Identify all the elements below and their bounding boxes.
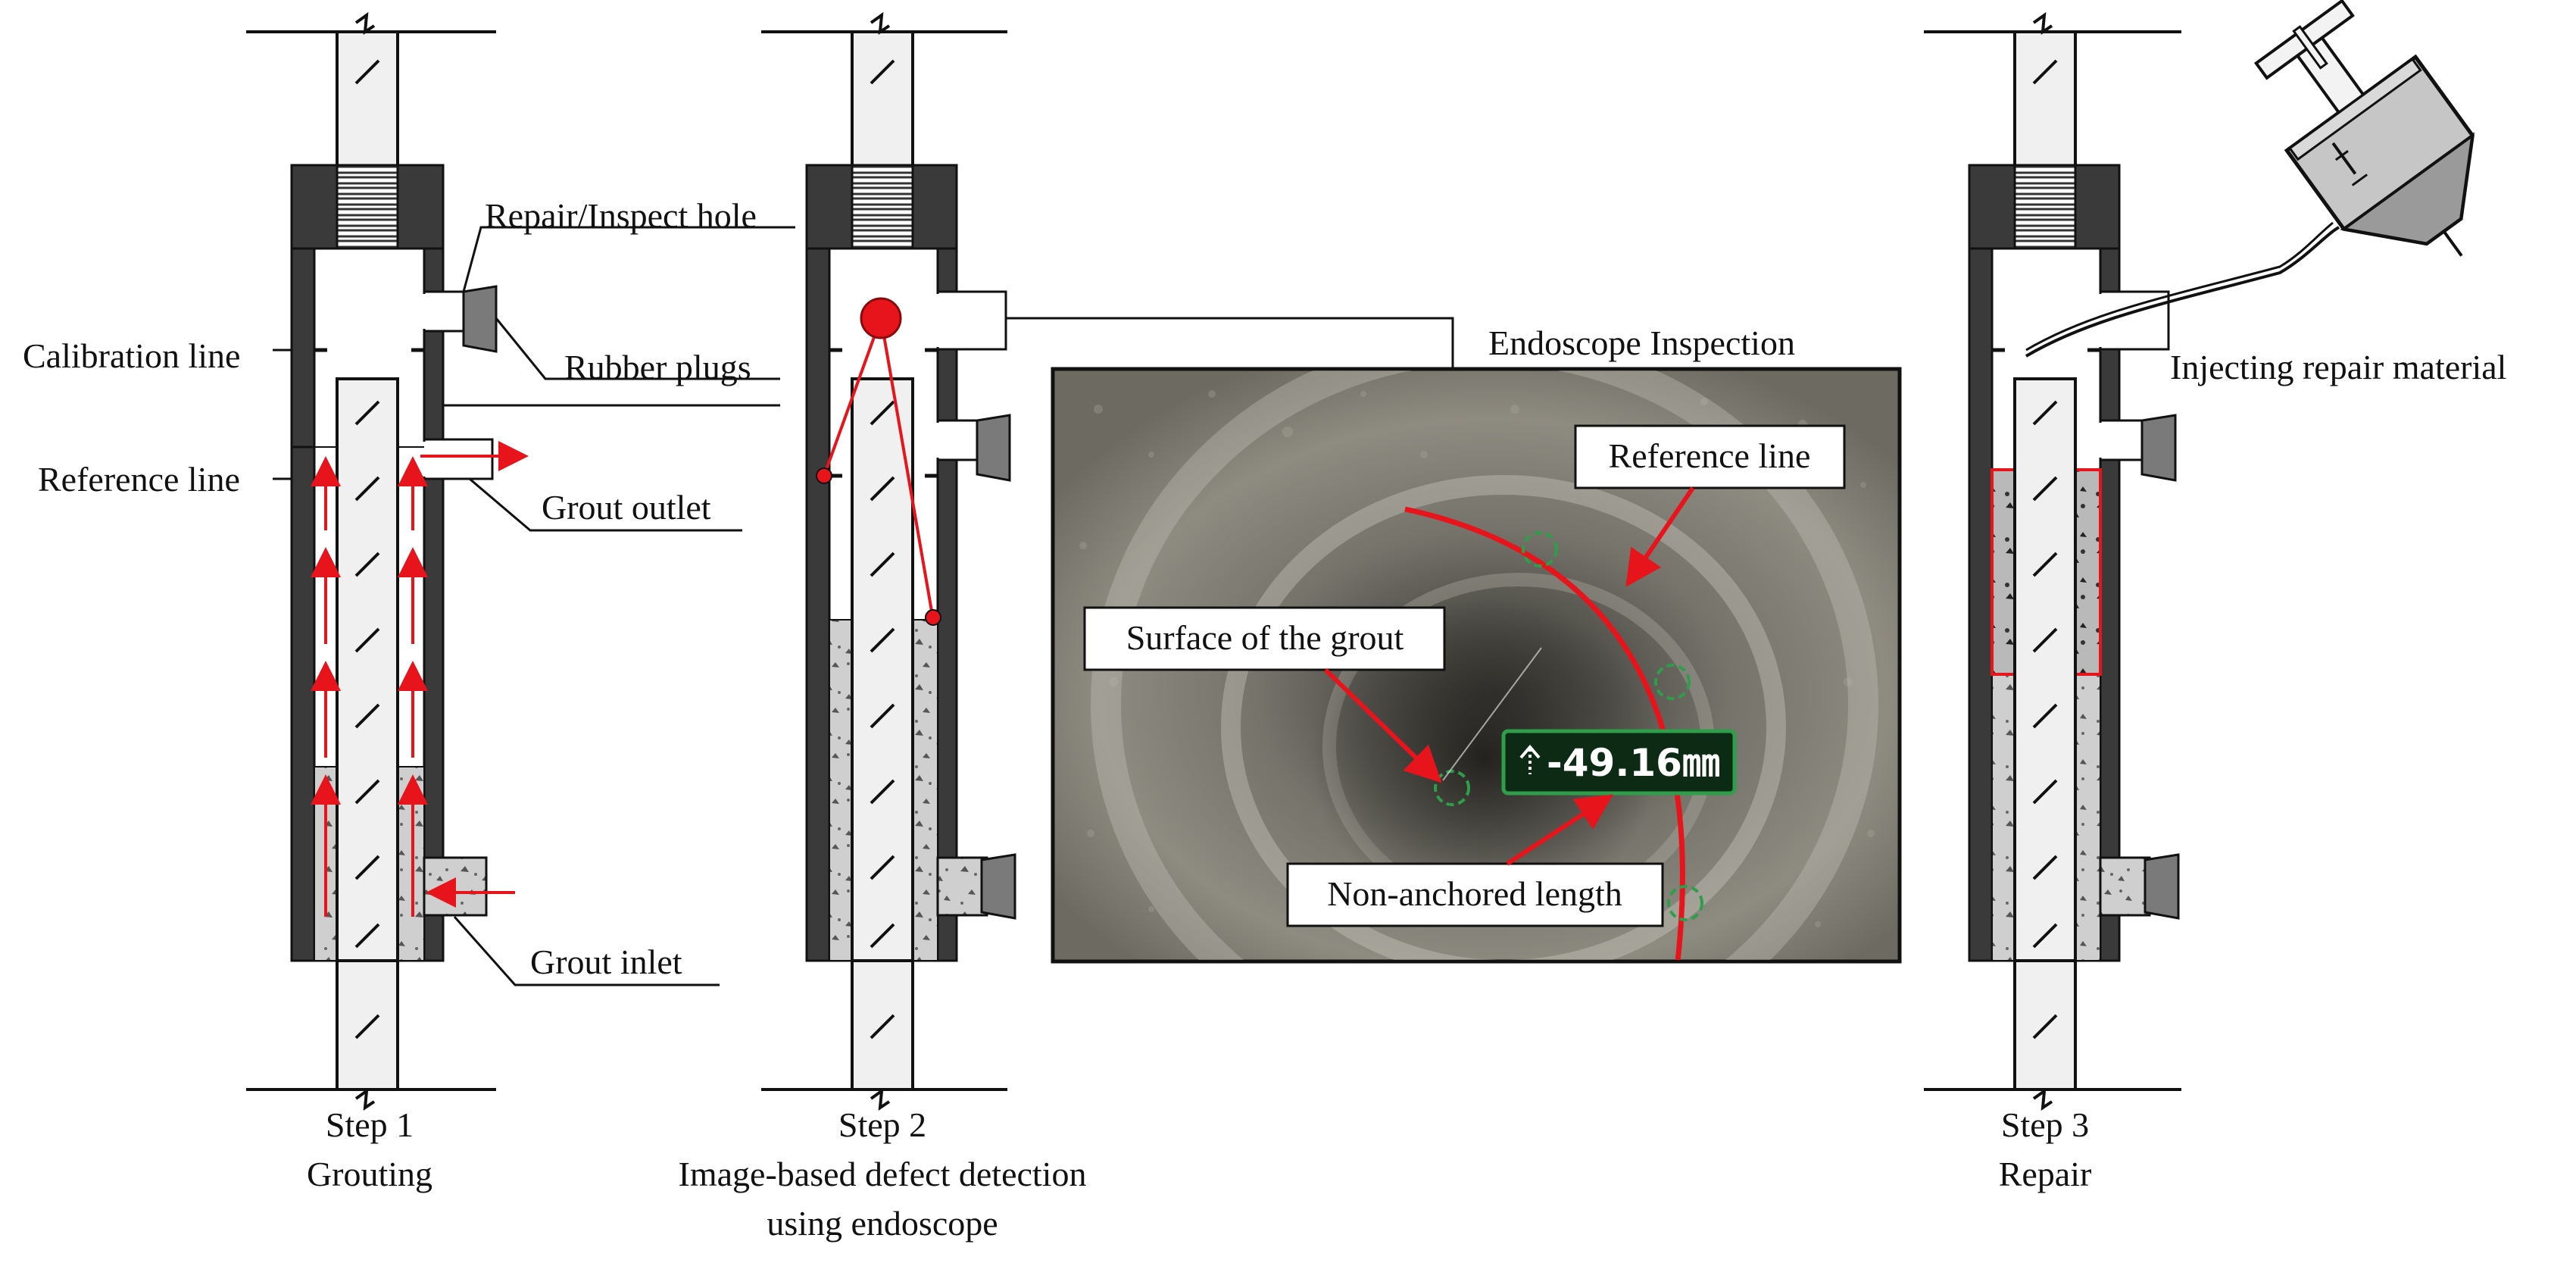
- label-rubber-plugs: Rubber plugs: [564, 348, 751, 386]
- photo-label-surface-grout: Surface of the grout: [1126, 618, 1404, 657]
- photo-label-reference-line: Reference line: [1609, 436, 1811, 475]
- step2-number: Step 2: [838, 1105, 926, 1144]
- step2-title-line1: Image-based defect detection: [679, 1155, 1087, 1193]
- step1-schematic: [246, 11, 795, 1111]
- label-injecting-repair: Injecting repair material: [2170, 348, 2506, 386]
- label-grout-inlet: Grout inlet: [530, 943, 682, 981]
- step3-number: Step 3: [2001, 1105, 2089, 1144]
- label-grout-outlet: Grout outlet: [542, 488, 711, 527]
- label-endoscope-inspection: Endoscope Inspection: [1488, 324, 1795, 362]
- step1-title: Grouting: [307, 1155, 432, 1193]
- label-calibration-line: Calibration line: [23, 336, 240, 375]
- label-reference-line: Reference line: [38, 460, 240, 499]
- syringe-icon: [2253, 0, 2475, 257]
- arrow-up-icon: [1519, 744, 1541, 774]
- step1-number: Step 1: [326, 1105, 414, 1144]
- step3-schematic: [1924, 11, 2340, 1111]
- label-repair-hole: Repair/Inspect hole: [485, 196, 757, 235]
- step2-title-line2: using endoscope: [767, 1204, 998, 1243]
- measurement-value: -49.16㎜: [1547, 741, 1720, 785]
- step3-title: Repair: [1999, 1155, 2092, 1193]
- endoscope-probe: [816, 297, 941, 626]
- photo-label-non-anchored: Non-anchored length: [1327, 874, 1622, 913]
- endoscope-image: -49.16㎜ Reference line Surface of the gr…: [1051, 367, 1902, 964]
- step2-schematic: [761, 11, 1454, 1111]
